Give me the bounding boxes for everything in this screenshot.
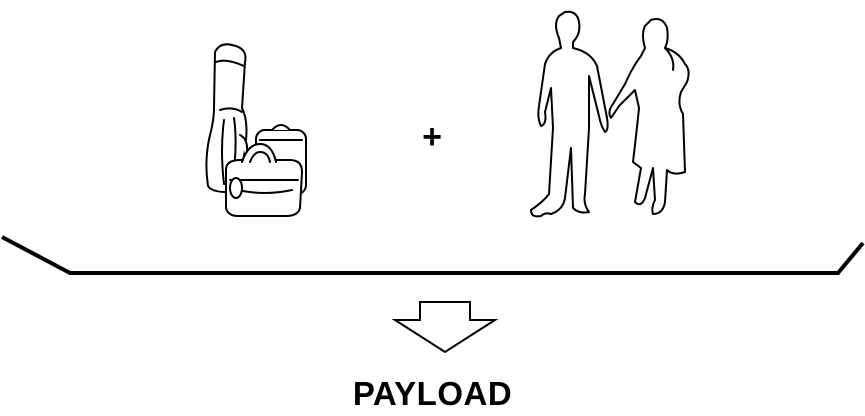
down-arrow-icon	[390, 300, 500, 355]
payload-label: PAYLOAD	[0, 376, 865, 412]
people-icon	[515, 8, 705, 223]
plus-operator: +	[412, 112, 452, 162]
grouping-bracket	[0, 225, 865, 285]
luggage-icon	[190, 40, 315, 220]
